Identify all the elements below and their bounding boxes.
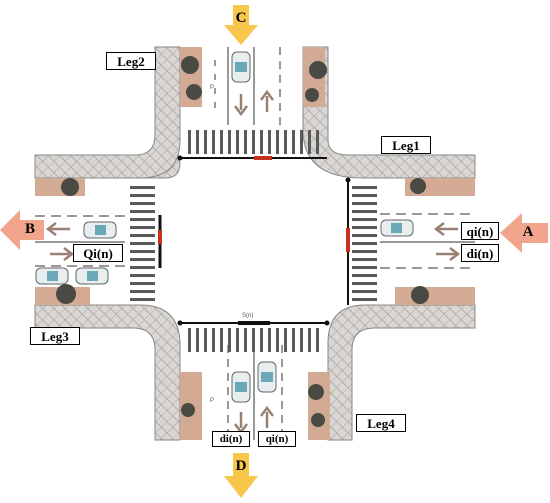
arrow-east-left bbox=[433, 222, 458, 236]
cars bbox=[35, 51, 414, 403]
sidewalk-se bbox=[327, 304, 476, 441]
arrow-west-left bbox=[45, 222, 70, 236]
car-west-1 bbox=[83, 221, 117, 239]
trees bbox=[56, 56, 429, 427]
flow-south-out-label: di(n) bbox=[212, 431, 250, 447]
lane-lines-south bbox=[227, 345, 283, 440]
approach-label-D: D bbox=[235, 458, 247, 474]
crosswalk-south bbox=[188, 328, 319, 352]
crosswalk-north bbox=[188, 130, 319, 154]
arrow-east-right bbox=[436, 247, 461, 261]
arrow-west-right bbox=[50, 247, 75, 261]
signal-lines bbox=[158, 155, 351, 326]
arrow-south-down bbox=[234, 412, 248, 435]
car-east bbox=[380, 219, 414, 237]
planter-east-south bbox=[395, 287, 475, 305]
arrow-north-down bbox=[234, 94, 248, 117]
crosswalk-east bbox=[352, 186, 377, 301]
parking-label-north: P bbox=[210, 85, 215, 91]
leg3-label: Leg3 bbox=[30, 327, 80, 345]
approach-label-C: C bbox=[235, 10, 247, 26]
flow-west-queue-label: Qi(n) bbox=[73, 244, 123, 262]
car-north bbox=[231, 51, 251, 83]
lane-lines-east bbox=[380, 213, 475, 269]
flow-east-out-label: di(n) bbox=[461, 244, 499, 262]
leg4-label: Leg4 bbox=[356, 414, 406, 432]
car-south-1 bbox=[231, 371, 251, 403]
flow-south-in-label: qi(n) bbox=[258, 431, 296, 447]
planter-south-east bbox=[308, 372, 330, 440]
approach-label-B: B bbox=[24, 221, 35, 237]
sidewalk-sw bbox=[34, 304, 181, 441]
sidewalk-ne bbox=[302, 46, 476, 179]
car-west-2 bbox=[35, 267, 69, 285]
flow-east-in-label: qi(n) bbox=[461, 222, 499, 240]
leg2-label: Leg2 bbox=[106, 52, 156, 70]
leg1-label: Leg1 bbox=[381, 136, 431, 154]
parking-label-south: P bbox=[210, 398, 215, 404]
stop-line-label: S(n) bbox=[242, 313, 254, 319]
approach-arrow-C bbox=[224, 5, 258, 45]
approach-arrow-B bbox=[0, 210, 44, 250]
arrow-south-up bbox=[260, 405, 274, 428]
lane-lines-west bbox=[35, 215, 125, 267]
approach-arrow-A bbox=[500, 213, 548, 253]
approach-label-A: A bbox=[522, 224, 534, 240]
approach-arrow-D bbox=[224, 453, 258, 498]
sidewalk-nw bbox=[34, 46, 181, 179]
lane-lines-north bbox=[214, 47, 281, 125]
car-south-2 bbox=[257, 361, 277, 393]
lane-arrows bbox=[45, 89, 461, 435]
car-west-3 bbox=[75, 267, 109, 285]
arrow-north-up bbox=[260, 89, 274, 112]
crosswalk-west bbox=[130, 186, 155, 301]
